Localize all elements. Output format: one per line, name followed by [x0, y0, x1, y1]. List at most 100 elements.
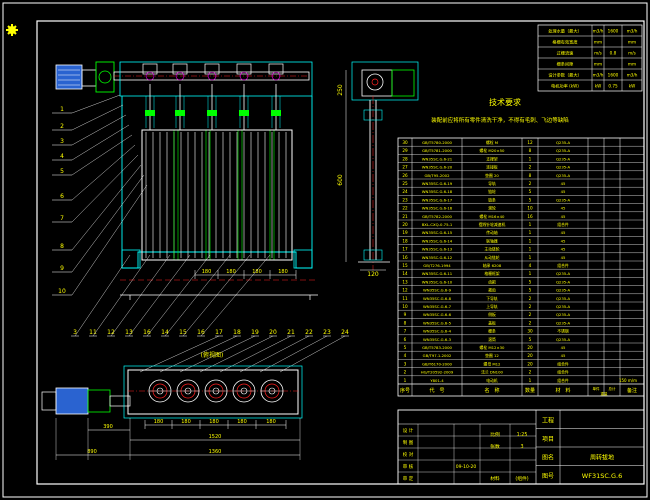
bom-material: 45	[561, 247, 566, 252]
bom-code: WN35SC.G.6-19	[422, 181, 453, 186]
bom-no: 23	[402, 197, 408, 202]
tb-role-label: 设 计	[403, 427, 414, 434]
spec-unit: mm	[594, 62, 602, 67]
bom-name: 齿耙	[488, 279, 496, 284]
spec-name: 格栅有效宽度	[552, 39, 578, 46]
bom-name: 支撑架	[486, 156, 498, 161]
bom-code: GB/T276-1994	[423, 263, 451, 268]
bom-name: 垫圈 20	[485, 173, 499, 178]
bom-no: 26	[402, 173, 408, 178]
bom-qty: 10	[527, 206, 533, 211]
bom-code: WN35SC.G.6-5	[423, 320, 452, 325]
bom-qty: 20	[527, 345, 533, 350]
plan-dim-total: 1360	[209, 449, 222, 455]
bom-qty: 1	[529, 271, 532, 276]
bom-code: WN35SC.G.6-16	[422, 206, 453, 211]
spec-name: 栅条间隙	[557, 61, 575, 68]
balloon-label: 6	[60, 193, 64, 200]
spec-unit: m/s	[594, 51, 602, 56]
balloon-label: 22	[305, 329, 313, 336]
bom-name: 法兰 DN100	[481, 370, 503, 375]
spec-name: 电机功率 (kW)	[551, 83, 579, 90]
plan-dim-segment: 180	[181, 419, 191, 425]
bom-material: 45	[561, 230, 566, 235]
bom-code: WN35SC.G.6-3	[423, 337, 452, 342]
bom-name: 耙齿	[488, 288, 496, 293]
bom-qty: 2	[529, 312, 532, 317]
tb-role-label: 审 核	[403, 463, 414, 470]
sprocket-head	[204, 63, 220, 75]
balloon-label: 16	[143, 329, 151, 336]
bom-name: 联轴器	[486, 238, 498, 243]
balloon-label: 18	[233, 329, 241, 336]
bom-code: GB/T6170-2000	[422, 361, 452, 366]
spec-value-unit: kW	[629, 84, 636, 89]
bom-qty: 1	[529, 255, 532, 260]
tb-date: 09-10-20	[456, 464, 477, 470]
bom-qty: 2	[529, 181, 532, 186]
bom-no: 4	[404, 353, 407, 358]
spec-name: 过栅流速	[557, 50, 575, 57]
spec-unit: kW	[595, 84, 602, 89]
spec-value-unit: m3/h	[627, 29, 638, 34]
bom-material: 45	[561, 214, 566, 219]
bom-name: 侧板	[488, 312, 496, 317]
bom-qty: 2	[529, 370, 532, 375]
bom-header-note: 备注	[627, 387, 637, 394]
bom-qty: 1	[529, 247, 532, 252]
bom-no: 18	[402, 238, 408, 243]
bom-material: Q235-A	[556, 173, 571, 178]
plan-dim-segment: 180	[237, 419, 247, 425]
plan-label: (俯视图)	[201, 351, 224, 359]
bom-no: 11	[402, 296, 408, 301]
bom-code: WN35SC.G.6-18	[422, 189, 453, 194]
plan-housing	[127, 369, 299, 415]
bom-code: Y801-4	[430, 378, 444, 383]
bom-no: 1	[404, 378, 407, 383]
balloon-label: 12	[107, 329, 115, 336]
plan-dim-far-left: 890	[87, 449, 97, 455]
bom-material: 45	[561, 189, 566, 194]
plan-dim-center: 1520	[209, 434, 222, 440]
tb-material-label: 材料	[490, 475, 500, 482]
bom-material: Q235-A	[556, 279, 571, 284]
bom-no: 15	[402, 263, 408, 268]
bom-qty: 20	[527, 361, 533, 366]
bom-no: 19	[402, 230, 408, 235]
bom-qty: 8	[529, 148, 532, 153]
bom-name: 螺栓 M16×40	[480, 214, 506, 219]
bom-no: 8	[404, 320, 407, 325]
spec-value-unit: m3/h	[627, 73, 638, 78]
bom-no: 9	[404, 312, 407, 317]
plan-motor	[55, 387, 89, 415]
bom-name: 从动链轮	[484, 255, 499, 260]
bom-code: WN35SC.G.6-15	[422, 230, 453, 235]
balloon-label: 14	[161, 329, 169, 336]
tb-role-label: 审 定	[403, 475, 414, 482]
bom-name: 电动机	[486, 378, 498, 383]
bom-code: WN35SC.G.6-14	[422, 238, 453, 243]
gear-icon[interactable]	[6, 24, 18, 36]
tb-material-value: (组件)	[515, 475, 528, 482]
bom-name: 摆线针轮减速机	[479, 222, 506, 227]
bom-name: 螺栓 M20×50	[480, 148, 506, 153]
sprocket-head	[236, 63, 252, 75]
bom-header-qty: 数量	[525, 387, 535, 394]
bom-name: 滚轮	[488, 206, 496, 211]
bom-qty: 2	[529, 320, 532, 325]
bom-no: 20	[402, 222, 408, 227]
bom-material: 45	[561, 238, 566, 243]
bom-no: 24	[402, 189, 408, 194]
bom-name: 链轮	[488, 189, 496, 194]
bom-code: WN35SC.G.6-12	[422, 255, 453, 260]
main-dim-segment: 180	[202, 269, 212, 275]
bom-qty: 1	[529, 156, 532, 161]
bom-qty: 1	[529, 230, 532, 235]
bom-material: 组合件	[557, 378, 569, 383]
bom-code: GB/T5780-2000	[422, 140, 452, 145]
